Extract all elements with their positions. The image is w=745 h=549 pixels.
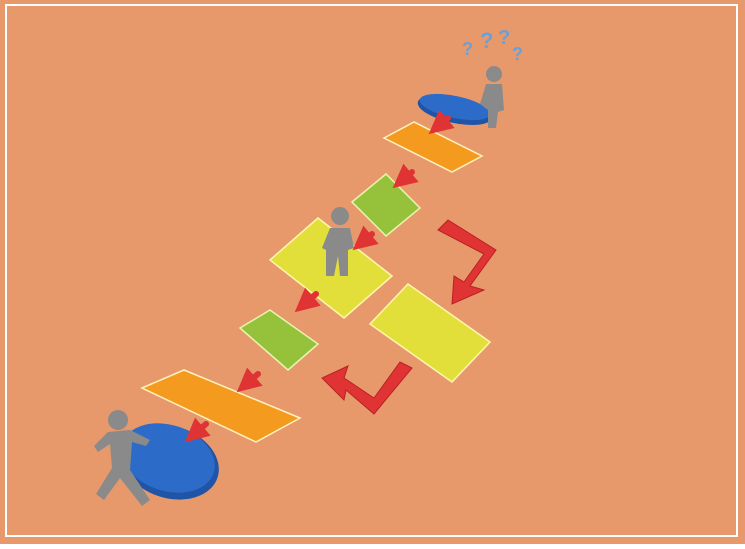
svg-text:?: ? — [462, 39, 473, 59]
svg-text:?: ? — [498, 27, 510, 49]
svg-text:?: ? — [512, 44, 523, 64]
svg-text:?: ? — [480, 28, 493, 53]
